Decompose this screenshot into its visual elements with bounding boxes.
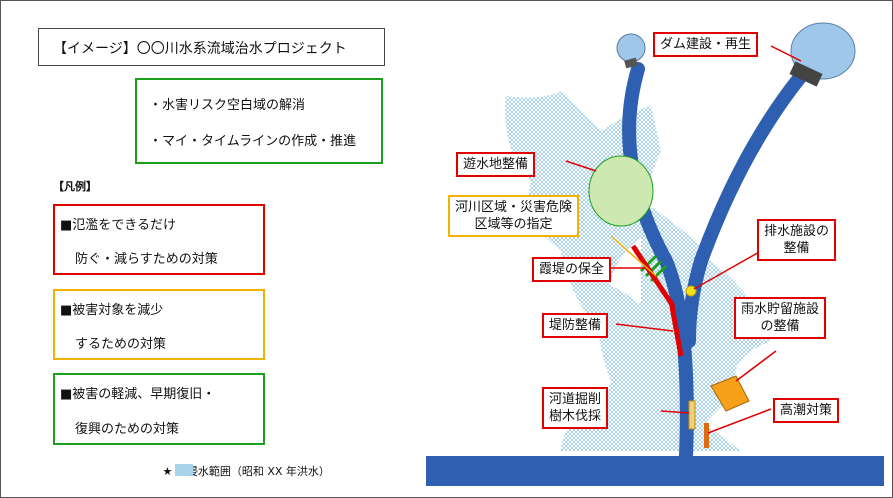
- label-drainage-line-2: 整備: [783, 241, 810, 256]
- title-text: 【イメージ】〇〇川水系流域治水プロジェクト: [53, 41, 347, 57]
- label-river-zone: 河川区域・災害危険 区域等の指定: [448, 195, 580, 237]
- legend-yellow-line-1: ■被害対象を減少: [60, 303, 164, 318]
- label-dredging-line-1: 河道掘削: [549, 392, 602, 407]
- storm-surge-marker: [704, 423, 709, 448]
- legend-red-line-2: 防ぐ・減らすための対策: [75, 252, 218, 267]
- title-box: 【イメージ】〇〇川水系流域治水プロジェクト: [38, 28, 385, 66]
- retarding-basin: [588, 155, 654, 227]
- dam-right-structure: [789, 61, 823, 87]
- dam-right-reservoir: [790, 22, 856, 80]
- legend-green-box: ■被害の軽減、早期復旧・ 復興のための対策: [53, 373, 265, 445]
- label-river-zone-line-2: 区域等の指定: [474, 217, 553, 232]
- leader-river-zone: [610, 235, 657, 277]
- levee-marker-lower: [668, 300, 684, 357]
- drainage-point: [685, 285, 697, 297]
- label-drainage: 排水施設の 整備: [757, 219, 837, 261]
- dredging-marker: [688, 400, 696, 430]
- label-levee: 堤防整備: [542, 313, 609, 338]
- leader-levee: [615, 323, 674, 332]
- inundation-swatch-box: [175, 464, 193, 476]
- label-dredging: 河道掘削 樹木伐採: [542, 387, 609, 429]
- leader-dam: [770, 45, 802, 62]
- levee-marker-upper: [630, 244, 676, 308]
- label-river-zone-line-1: 河川区域・災害危険: [455, 200, 573, 215]
- leader-dredging: [660, 410, 690, 414]
- legend-green-line-2: 復興のための対策: [75, 422, 180, 437]
- label-rain-storage: 雨水貯留施設 の整備: [734, 297, 827, 339]
- leader-surge: [707, 408, 772, 434]
- policy-box: ・水害リスク空白域の解消 ・マイ・タイムラインの作成・推進: [135, 78, 383, 164]
- sea: [426, 456, 884, 486]
- label-dam: ダム建設・再生: [653, 32, 759, 57]
- legend-green-line-1: ■被害の軽減、早期復旧・: [60, 387, 216, 402]
- leader-retarding: [565, 160, 597, 172]
- policy-line-1: ・水害リスク空白域の解消: [149, 98, 306, 113]
- river-right-branch: [682, 69, 808, 348]
- leader-storage: [735, 350, 777, 382]
- label-rain-storage-line-2: の整備: [760, 319, 800, 334]
- dam-left-reservoir: [616, 33, 646, 63]
- label-kasumi-levee: 霞堤の保全: [532, 257, 612, 282]
- legend-yellow-box: ■被害対象を減少 するための対策: [53, 289, 265, 360]
- river-left-branch: [622, 62, 694, 463]
- legend-heading: 【凡例】: [53, 180, 97, 193]
- policy-line-2: ・マイ・タイムラインの作成・推進: [149, 134, 357, 149]
- legend-red-box: ■氾濫をできるだけ 防ぐ・減らすための対策: [53, 204, 265, 275]
- dam-left-structure: [624, 57, 638, 69]
- label-retarding-basin: 遊水地整備: [456, 152, 536, 177]
- label-dredging-line-2: 樹木伐採: [549, 409, 602, 424]
- legend-yellow-line-2: するための対策: [75, 337, 167, 352]
- leader-drainage: [693, 250, 762, 290]
- label-drainage-line-1: 排水施設の: [764, 224, 830, 239]
- label-rain-storage-line-1: 雨水貯留施設: [741, 302, 820, 317]
- inundation-note: ★ …浸水範囲（昭和 XX 年洪水）: [159, 463, 330, 479]
- rain-storage-facility: [710, 375, 750, 412]
- inundation-area-upper: [505, 91, 661, 331]
- label-storm-surge: 高潮対策: [773, 398, 840, 423]
- inundation-note-text: ★ …浸水範囲（昭和 XX 年洪水）: [162, 465, 330, 478]
- legend-red-line-1: ■氾濫をできるだけ: [60, 218, 177, 233]
